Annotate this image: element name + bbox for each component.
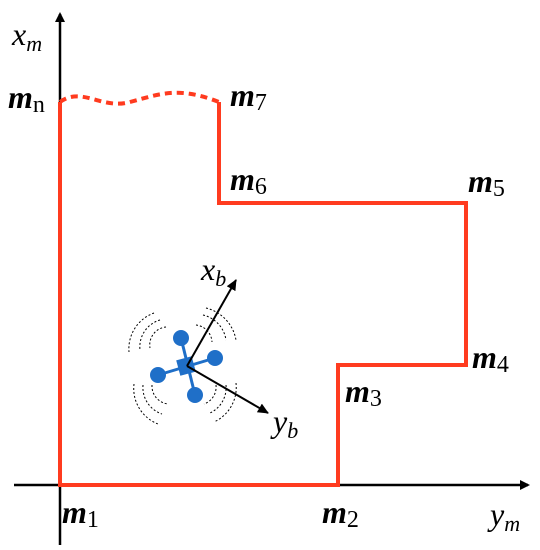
axis-label-yb: yb	[270, 403, 298, 443]
vertex-label-mn: mn	[8, 79, 45, 118]
vertex-label-m2: m2	[322, 494, 359, 533]
vertex-label-m4: m4	[472, 339, 509, 378]
axis-label-xb: xb	[200, 251, 226, 291]
vertex-label-m1: m1	[62, 494, 99, 533]
axis-label-ym: ym	[487, 496, 520, 536]
body-x-axis	[186, 279, 237, 367]
vertex-label-m6: m6	[230, 161, 267, 200]
vertex-label-m3: m3	[345, 373, 382, 412]
vertex-label-m7: m7	[230, 77, 267, 116]
quadrotor-drone-icon	[128, 307, 237, 425]
body-y-axis	[186, 365, 269, 414]
map-boundary	[58, 102, 468, 487]
vertex-label-m5: m5	[468, 163, 505, 202]
axis-label-xm: xm	[11, 16, 42, 56]
unknown-boundary-dashed	[58, 90, 220, 106]
